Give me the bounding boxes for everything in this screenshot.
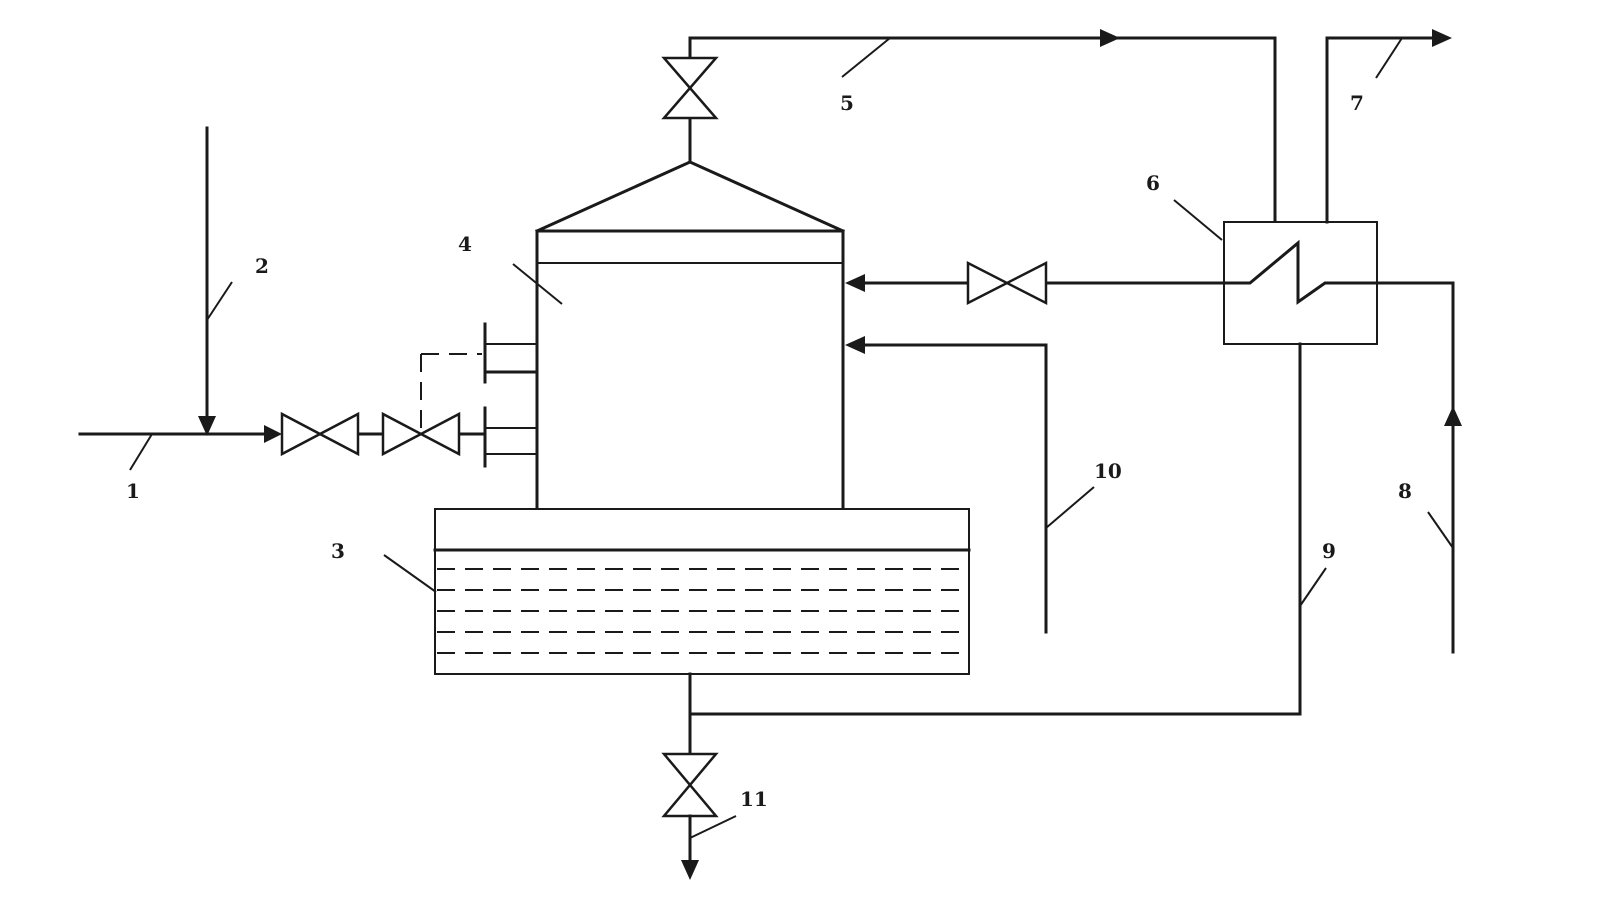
stream-7-outlet-line bbox=[1325, 29, 1452, 224]
top-outlet-valve bbox=[661, 56, 719, 120]
label-7-leader bbox=[1375, 37, 1403, 79]
label-3-leader bbox=[383, 554, 437, 593]
stream-10-arrow bbox=[845, 336, 865, 354]
stream-8-arrow bbox=[1444, 406, 1462, 426]
recycle-arrow bbox=[845, 274, 865, 292]
recycle-line bbox=[845, 274, 1226, 292]
label-1: 1 bbox=[126, 479, 140, 503]
label-11-leader bbox=[689, 815, 737, 839]
label-8-leader bbox=[1427, 511, 1454, 549]
stream-2-arrow bbox=[198, 416, 216, 436]
label-2-leader bbox=[206, 281, 233, 321]
label-8: 8 bbox=[1398, 479, 1412, 503]
lower-nozzle bbox=[483, 406, 537, 468]
stream-5-overhead-line bbox=[688, 29, 1277, 224]
label-11: 11 bbox=[740, 787, 768, 811]
label-4: 4 bbox=[458, 232, 472, 256]
inlet-valve-2 bbox=[381, 411, 461, 457]
stream-9-line bbox=[688, 342, 1302, 756]
exchanger-coil bbox=[1222, 239, 1379, 305]
label-9-leader bbox=[1299, 567, 1327, 607]
bottom-outlet-valve bbox=[661, 752, 719, 818]
label-10-leader bbox=[1045, 486, 1095, 529]
stream-2-feed-line bbox=[198, 126, 216, 436]
label-5-leader bbox=[841, 37, 891, 78]
label-1-leader bbox=[129, 433, 153, 471]
control-signal-line bbox=[420, 353, 482, 432]
label-3: 3 bbox=[331, 539, 345, 563]
label-5: 5 bbox=[840, 91, 854, 115]
stream-7-arrow bbox=[1432, 29, 1452, 47]
upper-nozzle bbox=[483, 322, 539, 384]
recycle-valve bbox=[966, 260, 1048, 306]
label-7: 7 bbox=[1350, 91, 1364, 115]
label-4-leader bbox=[512, 263, 563, 305]
label-6-leader bbox=[1173, 199, 1223, 241]
label-10: 10 bbox=[1094, 459, 1122, 483]
stream-11-outlet-line bbox=[681, 814, 699, 880]
stream-1-inlet-line bbox=[78, 425, 485, 443]
label-6: 6 bbox=[1146, 171, 1160, 195]
stream-11-arrow bbox=[681, 860, 699, 880]
stream-10-inlet-line bbox=[845, 336, 1048, 634]
reactor-vessel-4 bbox=[535, 160, 845, 512]
label-9: 9 bbox=[1322, 539, 1336, 563]
label-2: 2 bbox=[255, 254, 269, 278]
stream-8-inlet-line bbox=[1375, 281, 1462, 654]
settling-tank-3 bbox=[433, 508, 971, 675]
inlet-valve-1 bbox=[280, 411, 360, 457]
stream-1-arrow bbox=[264, 425, 282, 443]
